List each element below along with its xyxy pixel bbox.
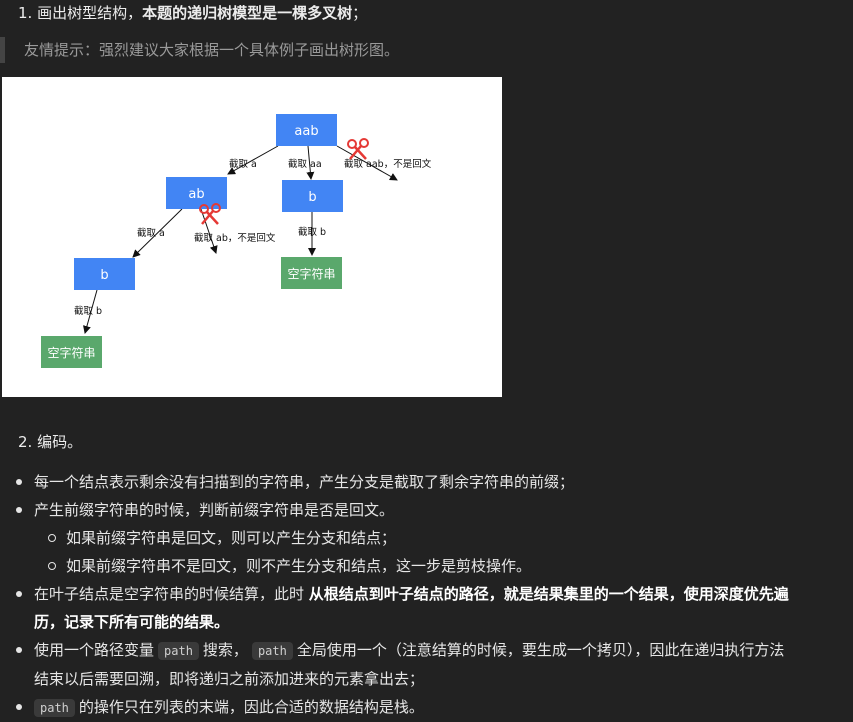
node-empty-right	[281, 257, 342, 289]
node-root	[276, 114, 337, 146]
node-empty-right-label: 空字符串	[287, 266, 335, 281]
edge-b-empty-left	[83, 289, 98, 334]
list-item: 产生前缀字符串的时候，判断前缀字符串是否是回文。	[0, 496, 853, 524]
list-item: 每一个结点表示剩余没有扫描到的字符串，产生分支是截取了剩余字符串的前缀；	[0, 468, 853, 496]
scissors-icon	[347, 138, 369, 160]
node-ab-label: ab	[188, 187, 204, 202]
scissors-icon	[199, 203, 221, 225]
bullet-dot	[16, 591, 22, 597]
sub-list-item: 如果前缀字符串不是回文，则不产生分支和结点，这一步是剪枝操作。	[0, 552, 853, 580]
recursion-tree-diagram: aab ab b b 空字符串 空字符串 截取 a 截取 aa 截取 aab，不…	[41, 114, 432, 368]
edge-ab-b	[132, 208, 183, 258]
step-1-emphasis: 本题的递归树模型是一棵多叉树	[142, 4, 353, 22]
tip-text: 友情提示：强烈建议大家根据一个具体例子画出树形图。	[24, 41, 400, 59]
edge-label-2: 截取 aa	[288, 158, 322, 170]
edge-label-1: 截取 a	[229, 158, 257, 170]
inline-code-path: path	[34, 699, 75, 717]
step-2-heading: 2. 编码。	[18, 433, 83, 451]
coding-notes-list: 每一个结点表示剩余没有扫描到的字符串，产生分支是截取了剩余字符串的前缀； 产生前…	[0, 468, 853, 722]
step-1-heading: 1. 画出树型结构，本题的递归树模型是一棵多叉树；	[18, 4, 368, 22]
edge-root-ab	[227, 145, 279, 175]
node-b-right-label: b	[308, 190, 316, 205]
sub-list-item: 如果前缀字符串是回文，则可以产生分支和结点；	[0, 524, 853, 552]
edge-root-cut	[336, 145, 398, 181]
edge-label-3: 截取 aab，不是回文	[344, 158, 432, 170]
bullet-dot	[16, 647, 22, 653]
bullet-circle	[48, 562, 56, 570]
inline-code-path: path	[251, 642, 293, 660]
list-item: 在叶子结点是空字符串的时候结算，此时 从根结点到叶子结点的路径，就是结果集里的一…	[0, 580, 853, 636]
edge-ab-cut	[200, 208, 218, 254]
bullet-dot	[16, 479, 22, 485]
bullet-circle	[48, 534, 56, 542]
tip-blockquote: 友情提示：强烈建议大家根据一个具体例子画出树形图。	[0, 37, 560, 63]
node-b-right	[282, 180, 343, 212]
node-b-left-label: b	[100, 268, 108, 283]
node-empty-left	[41, 336, 102, 368]
recursion-tree-figure: aab ab b b 空字符串 空字符串 截取 a 截取 aa 截取 aab，不…	[2, 77, 502, 397]
node-root-label: aab	[294, 124, 318, 139]
edge-label-7: 截取 b	[74, 305, 102, 317]
emphasis-text: 历，记录下所有可能的结果。	[34, 613, 230, 631]
edge-label-4: 截取 a	[137, 227, 165, 239]
node-b-left	[74, 258, 135, 290]
node-empty-left-label: 空字符串	[47, 345, 95, 360]
bullet-dot	[16, 704, 22, 710]
bullet-dot	[16, 507, 22, 513]
edge-root-b	[306, 145, 315, 180]
emphasis-text: 从根结点到叶子结点的路径，就是结果集里的一个结果，使用深度优先遍	[308, 585, 789, 603]
edge-label-5: 截取 ab，不是回文	[194, 232, 276, 244]
edge-label-6: 截取 b	[298, 226, 326, 238]
inline-code-path: path	[158, 642, 199, 660]
